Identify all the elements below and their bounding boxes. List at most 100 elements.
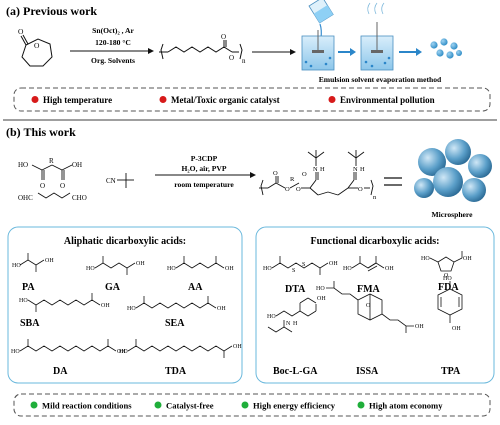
atom-label: OH [117,349,126,355]
product-subscript-n: n [373,194,377,201]
green-dot-icon [241,401,249,409]
functional-structures [267,251,463,333]
aliphatic-title: Aliphatic dicarboxylic acids: [64,236,186,247]
atom-label: OH [415,324,424,330]
acid-label-aa: AA [188,282,203,293]
pcl-subscript-n: n [242,57,246,65]
acid-label-pa: PA [22,282,35,293]
functional-panel [255,226,495,384]
r-group-label: R [49,157,54,165]
benefit-item: High energy efficiency [241,401,336,411]
atom-label: O [444,273,449,279]
atom-label: HO [11,349,20,355]
acid-label-issa: ISSA [356,366,379,377]
acid-label-sba: SBA [20,318,40,329]
pcl-carbonyl-o: O [221,33,226,41]
atom-label: HO [421,256,430,262]
atom-label: H [320,166,325,173]
atom-label: O [60,182,65,190]
aliphatic-structures [19,253,233,358]
acid-label-fma: FMA [357,284,381,295]
reaction-arrowhead-b [250,172,256,178]
benefit-label: High atom economy [369,401,443,411]
reaction-arrowhead-a [148,48,154,54]
atom-label: S [292,268,295,274]
atom-label: H [293,321,298,327]
functional-acid-labels: DTA FMA FDA Boc-L-GA ISSA TPA [273,282,461,377]
acid-label-boc-l-ga: Boc-L-GA [273,366,318,377]
atom-label: O [302,171,307,178]
atom-label: HO [167,266,176,272]
emulsion-process-illustration [301,0,462,71]
microsphere-image [412,138,492,208]
acid-label-fda: FDA [438,282,459,293]
atom-label: S [302,262,305,268]
atom-label: O [285,186,290,193]
atom-label: HO [18,161,28,169]
functional-title: Functional dicarboxylic acids: [311,236,440,247]
atom-label: HO [443,276,452,282]
benefits-box [13,393,491,417]
caprolactone-structure [20,34,53,67]
benefit-label: Catalyst-free [166,401,214,411]
atom-label: OH [72,161,82,169]
atom-label: OH [317,296,326,302]
atom-label: OH [463,256,472,262]
functional-atom-labels: HO S S OH HO OH HO O OH HO OH N H O HO O… [263,256,472,332]
red-dot-icon [328,96,336,103]
red-dot-icon [159,96,167,103]
atom-label: N [286,321,291,327]
atom-label: HO [119,349,128,355]
section-a-title: (a) Previous work [6,4,97,18]
atom-label: N [313,166,318,173]
atom-label: OH [217,306,226,312]
atom-label: HO [267,314,276,320]
acid-label-dta: DTA [285,284,306,295]
atom-label: OH [233,344,242,350]
section-b-title: (b) This work [6,125,76,139]
atom-label: OH [45,258,54,264]
pcl-ester-o: O [229,54,234,62]
atom-label: H [360,166,365,173]
condition-a-3: Org. Solvents [91,56,135,65]
atom-label: O [273,170,278,177]
atom-label: OH [385,266,394,272]
atom-label: HO [12,263,21,269]
isocyanide-structure [117,173,134,188]
atom-label: O [40,182,45,190]
atom-label: OH [136,261,145,267]
product-polymer-structure [259,150,374,196]
atom-label: OH [329,261,338,267]
red-dot-icon [31,96,39,103]
condition-a-2: 120-180 °C [95,38,131,47]
aliphatic-acid-labels: PA GA AA SBA SEA DA TDA [20,282,203,377]
condition-b-3: room temperature [174,180,234,189]
green-dot-icon [30,401,38,409]
atom-label: OH [101,303,110,309]
atom-label: OH [452,326,461,332]
condition-b-2: H₂O, air, PVP [181,164,226,173]
atom-label: OH [225,266,234,272]
drawback-item: Metal/Toxic organic catalyst [159,95,280,105]
benefit-item: High atom economy [357,401,443,411]
condition-b-1: P-3CDP [191,154,218,163]
benefit-label: High energy efficiency [253,401,336,411]
caprolactone-carbonyl-o: O [18,27,24,36]
condition-a-1: Sn(Oct)₂ , Ar [92,26,134,35]
glutaraldehyde-structure [37,192,71,199]
drawback-item: Environmental pollution [328,95,435,105]
cho-label: CHO [72,194,87,202]
benefit-label: Mild reaction conditions [42,401,132,411]
aliphatic-panel [7,226,243,384]
cn-label: CN [106,177,116,185]
r-group-label: R [290,176,295,183]
benefit-item: Catalyst-free [154,401,214,411]
green-dot-icon [154,401,162,409]
drawback-label: Metal/Toxic organic catalyst [171,95,280,105]
acid-label-sea: SEA [165,318,185,329]
atom-label: HO [86,266,95,272]
atom-label: O [296,186,301,193]
method-label: Emulsion solvent evaporation method [319,75,442,84]
